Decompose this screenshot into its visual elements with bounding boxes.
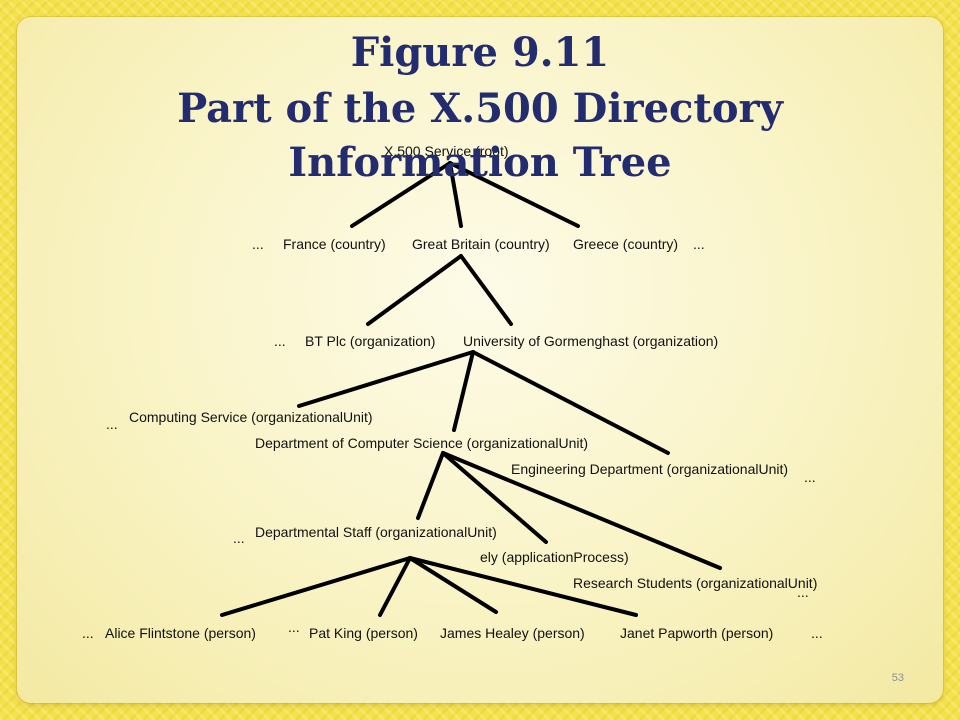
org-ellipsis: ... xyxy=(274,333,286,349)
edge-dcs-staff xyxy=(416,451,445,520)
engineering-ellipsis: ... xyxy=(804,469,816,485)
slide-background xyxy=(17,17,943,703)
person-ellipsis-right: ... xyxy=(811,625,823,641)
slide-title-line1: Figure 9.11 xyxy=(350,29,610,76)
research-ellipsis: ... xyxy=(797,584,809,600)
edge-root-gb xyxy=(448,161,463,228)
person-ellipsis-mid: ... xyxy=(288,619,300,635)
edge-dcs-ely xyxy=(441,451,548,544)
person-ellipsis-left: ... xyxy=(82,625,94,641)
edge-gorm-dept-cs xyxy=(452,350,475,432)
node-engineering-department: Engineering Department (organizationalUn… xyxy=(511,461,789,477)
node-bt-plc: BT Plc (organization) xyxy=(305,333,436,349)
edge-gb-bt xyxy=(366,254,463,326)
edge-dcs-research xyxy=(441,451,722,570)
edge-gorm-engineering xyxy=(471,350,670,455)
edge-gb-gormenghast xyxy=(459,254,513,326)
node-france: France (country) xyxy=(283,236,386,252)
edge-root-greece xyxy=(448,161,580,228)
edge-staff-james xyxy=(408,556,498,614)
slide-title-line2: Part of the X.500 Directory xyxy=(177,85,783,132)
node-departmental-staff: Departmental Staff (organizationalUnit) xyxy=(255,524,497,540)
edge-staff-pat xyxy=(378,556,412,617)
node-alice-flintstone: Alice Flintstone (person) xyxy=(105,625,256,641)
page-number: 53 xyxy=(891,672,904,684)
country-ellipsis-right: ... xyxy=(693,236,705,252)
node-ely: ely (applicationProcess) xyxy=(480,549,629,565)
slide-title-line3: Information Tree xyxy=(288,139,672,186)
node-root: X.500 Service (root) xyxy=(384,143,509,159)
node-james-healey: James Healey (person) xyxy=(440,625,585,641)
node-great-britain: Great Britain (country) xyxy=(412,236,550,252)
node-greece: Greece (country) xyxy=(573,236,679,252)
node-dept-computer-science: Department of Computer Science (organiza… xyxy=(255,435,589,451)
edge-staff-janet xyxy=(408,556,638,617)
ou-ellipsis: ... xyxy=(106,416,118,432)
node-university-gormenghast: University of Gormenghast (organization) xyxy=(463,333,719,349)
country-ellipsis-left: ... xyxy=(252,236,264,252)
node-research-students: Research Students (organizationalUnit) xyxy=(573,575,818,591)
node-computing-service: Computing Service (organizationalUnit) xyxy=(129,409,373,425)
edge-root-france xyxy=(350,161,452,228)
edge-gorm-computing xyxy=(297,350,475,408)
edge-staff-alice xyxy=(220,556,412,617)
node-janet-papworth: Janet Papworth (person) xyxy=(620,625,774,641)
cs-ellipsis: ... xyxy=(233,530,245,546)
node-pat-king: Pat King (person) xyxy=(309,625,418,641)
